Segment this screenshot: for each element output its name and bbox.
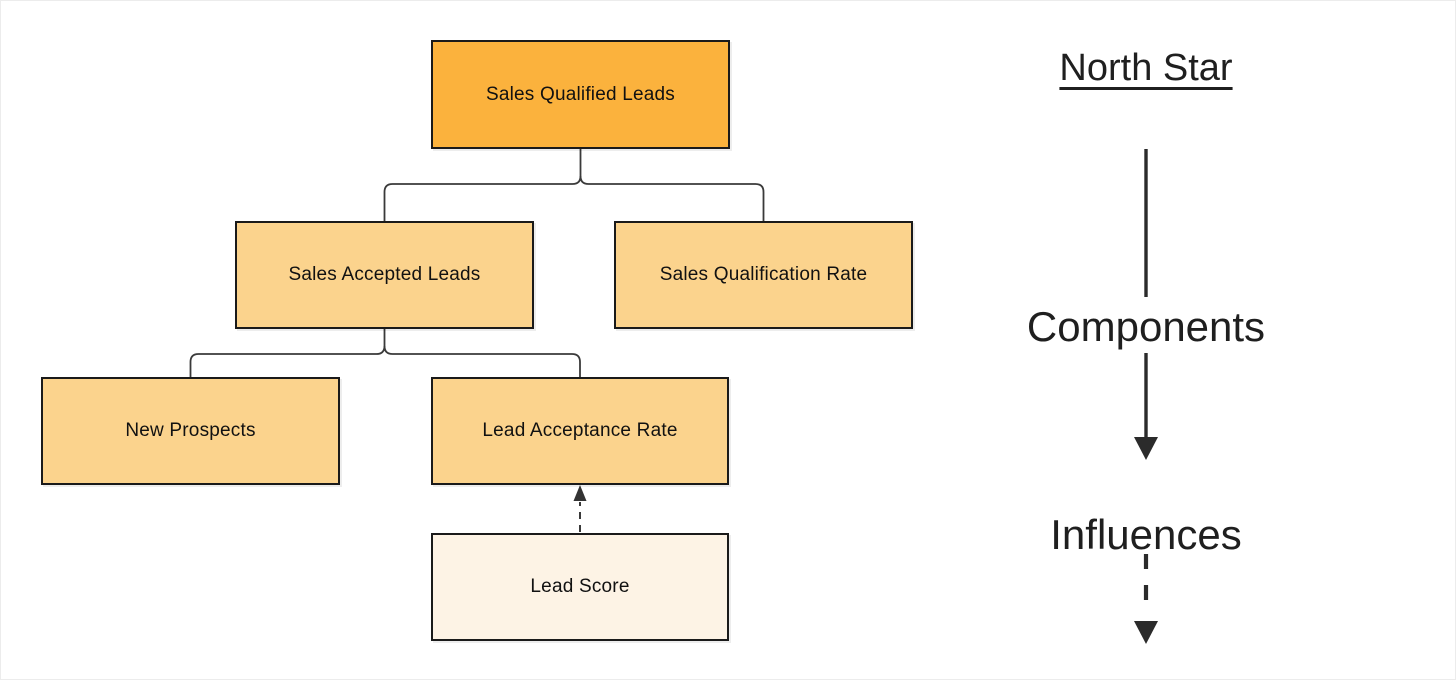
node-label: Lead Score — [530, 576, 630, 597]
legend-solid-arrowhead-icon — [1134, 437, 1158, 460]
node-sales-qualified-leads: Sales Qualified Leads — [431, 40, 730, 149]
edge-sal-to-lar — [383, 345, 581, 377]
edge-sql-to-sal — [383, 149, 582, 221]
node-label: New Prospects — [125, 420, 256, 441]
edge-sql-to-sqr — [579, 175, 765, 221]
legend-dashed-arrowhead-icon — [1134, 621, 1158, 644]
node-lead-score: Lead Score — [431, 533, 729, 641]
node-new-prospects: New Prospects — [41, 377, 340, 485]
legend-label-influences: Influences — [1050, 511, 1242, 558]
node-sales-accepted-leads: Sales Accepted Leads — [235, 221, 534, 329]
edge-sal-to-np — [189, 329, 386, 377]
legend-label-components: Components — [1026, 303, 1266, 350]
legend-title-north-star: North Star — [1059, 47, 1233, 89]
node-lead-acceptance-rate: Lead Acceptance Rate — [431, 377, 729, 485]
node-label: Lead Acceptance Rate — [482, 420, 678, 441]
node-label: Sales Accepted Leads — [288, 264, 481, 285]
node-label: Sales Qualified Leads — [485, 83, 676, 105]
edge-ls-to-lar-arrowhead — [573, 485, 587, 501]
node-sales-qualification-rate: Sales Qualification Rate — [614, 221, 913, 329]
node-label: Sales Qualification Rate — [659, 264, 868, 285]
